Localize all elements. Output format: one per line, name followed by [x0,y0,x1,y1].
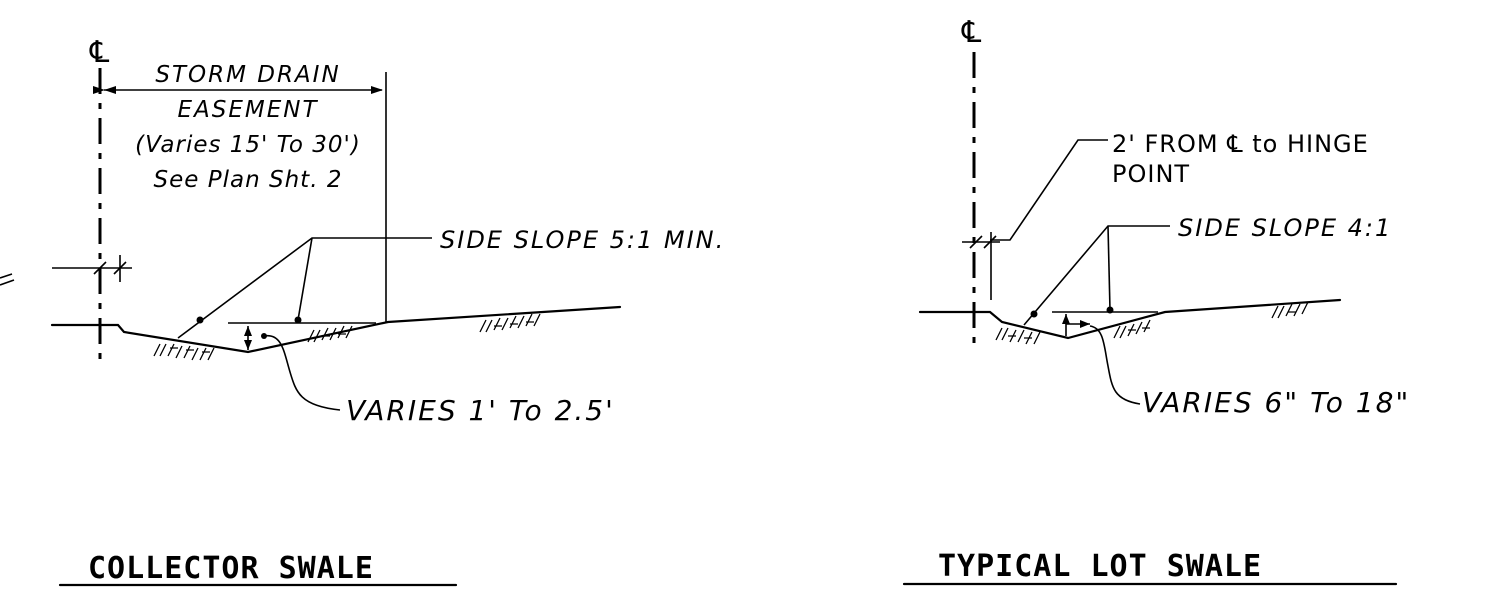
collector-easement-line2: EASEMENT [177,97,318,123]
collector-ground-hatch [153,313,541,361]
collector-depth-label: VARIES 1' To 2.5' [346,394,615,427]
lot-swale-title: TYPICAL LOT SWALE [938,549,1262,584]
lot-pl-symbol: ℄ [961,15,982,50]
collector-easement-line1: STORM DRAIN [155,62,340,88]
lot-slope-leader [1023,225,1170,326]
lot-swale-detail: ℄ 2' FROM ℄ to HINGE POINT SIDE SLOPE 4:… [902,15,1410,586]
collector-swale-detail: ℄ STORM DRAIN EASEMENT (Varies 15' To 30… [0,35,725,587]
lot-ground-profile [918,298,1342,340]
lot-hinge-leader [990,139,1108,241]
collector-pl-symbol: ℄ [89,35,110,70]
lot-side-slope-label: SIDE SLOPE 4:1 [1178,214,1392,242]
collector-side-slope-label: SIDE SLOPE 5:1 MIN. [440,226,725,254]
collector-easement-line3: (Varies 15' To 30') [135,132,361,158]
collector-swale-title: COLLECTOR SWALE [88,551,374,586]
collector-depth-leader [263,335,341,411]
lot-ground-hatch [995,301,1309,345]
lot-hinge-line1: 2' FROM ℄ to HINGE [1112,130,1369,158]
lot-depth-leader [1089,325,1141,405]
lot-depth-label: VARIES 6" To 18" [1142,386,1410,419]
lot-hinge-line2: POINT [1112,160,1190,188]
collector-ground-profile [50,305,622,354]
collector-easement-line4: See Plan Sht. 2 [154,167,343,193]
